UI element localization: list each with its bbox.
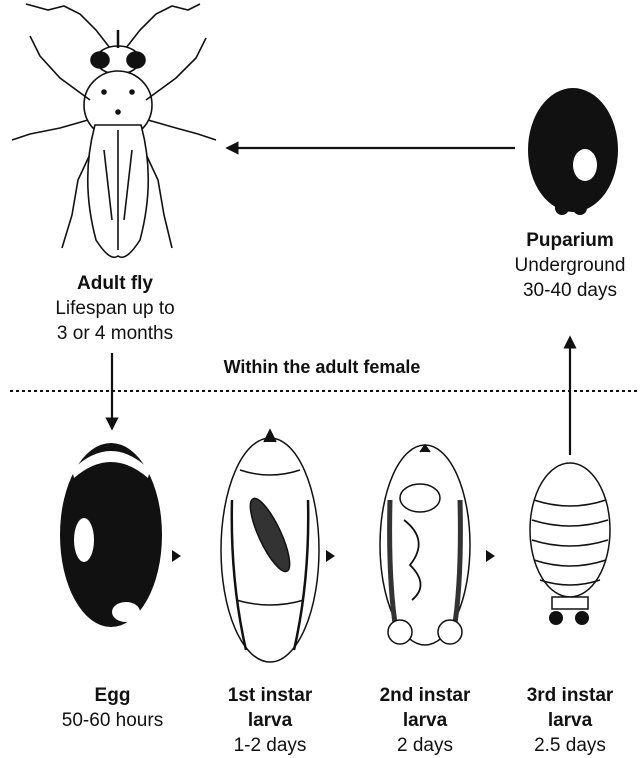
adult-caption: Adult fly Lifespan up to 3 or 4 months: [40, 271, 190, 346]
puparium-caption: Puparium Underground 30-40 days: [495, 228, 644, 303]
second-instar-larva-illustration: [380, 445, 470, 645]
puparium-location: Underground: [495, 253, 644, 278]
first-instar-name: 1st instar: [195, 683, 345, 708]
puparium-name: Puparium: [495, 228, 644, 253]
puparium-duration: 30-40 days: [495, 278, 644, 303]
puparium-illustration: [528, 88, 618, 215]
egg-caption: Egg 50-60 hours: [40, 683, 185, 733]
egg-name: Egg: [40, 683, 185, 708]
arrow-egg-to-first: [172, 550, 181, 562]
third-instar-name2: larva: [495, 708, 644, 733]
divider-label: Within the adult female: [0, 357, 644, 378]
second-instar-name: 2nd instar: [350, 683, 500, 708]
first-instar-caption: 1st instar larva 1-2 days: [195, 683, 345, 758]
adult-fly-illustration: [12, 4, 216, 257]
egg-duration: 50-60 hours: [40, 708, 185, 733]
first-instar-name2: larva: [195, 708, 345, 733]
first-instar-duration: 1-2 days: [195, 733, 345, 758]
arrow-first-to-second: [326, 550, 335, 562]
egg-illustration: [60, 443, 162, 627]
adult-lifespan-line2: 3 or 4 months: [40, 321, 190, 346]
arrow-second-to-third: [486, 550, 495, 562]
third-instar-larva-illustration: [530, 463, 610, 625]
second-instar-name2: larva: [350, 708, 500, 733]
first-instar-larva-illustration: [221, 430, 319, 662]
adult-name: Adult fly: [40, 271, 190, 296]
third-instar-duration: 2.5 days: [495, 733, 644, 758]
second-instar-caption: 2nd instar larva 2 days: [350, 683, 500, 758]
second-instar-duration: 2 days: [350, 733, 500, 758]
third-instar-name: 3rd instar: [495, 683, 644, 708]
adult-lifespan-line1: Lifespan up to: [40, 296, 190, 321]
third-instar-caption: 3rd instar larva 2.5 days: [495, 683, 644, 758]
